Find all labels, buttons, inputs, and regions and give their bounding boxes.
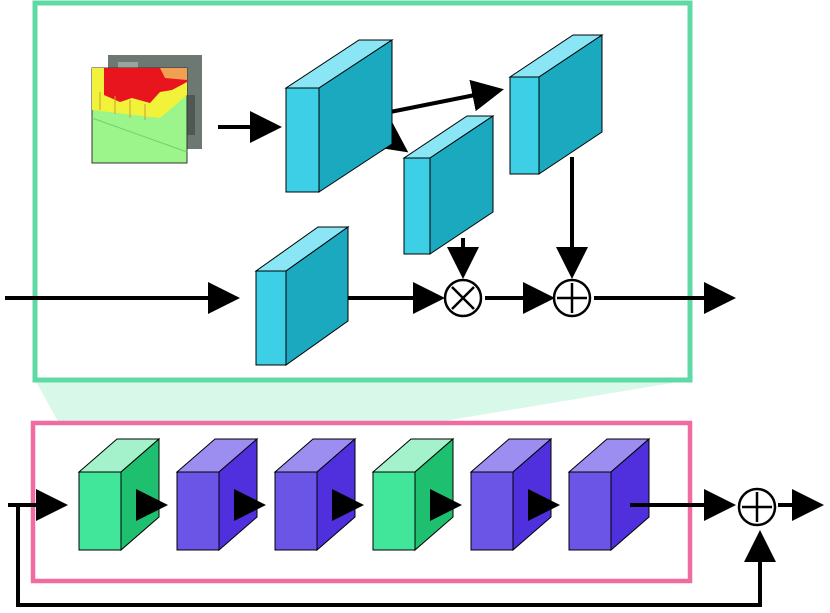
feature-block-2 — [402, 115, 495, 255]
feature-block-4 — [254, 226, 350, 366]
segmentation-map-thumbnail-icon — [91, 55, 202, 164]
circled-plus-icon — [552, 278, 592, 318]
skip-connection-arrow — [16, 505, 776, 607]
circled-plus-icon — [737, 487, 777, 527]
feature-block-3 — [508, 34, 604, 175]
layer-block-1 — [77, 437, 161, 552]
zoom-funnel — [35, 380, 690, 425]
feature-block-1 — [284, 39, 394, 193]
block-frame — [30, 420, 693, 584]
layer-block-4 — [371, 437, 455, 552]
circled-times-icon — [443, 278, 483, 318]
layer-block-3 — [273, 437, 357, 552]
layer-block-5 — [469, 437, 553, 552]
layer-block-2 — [175, 437, 259, 552]
layer-block-6 — [567, 437, 651, 552]
